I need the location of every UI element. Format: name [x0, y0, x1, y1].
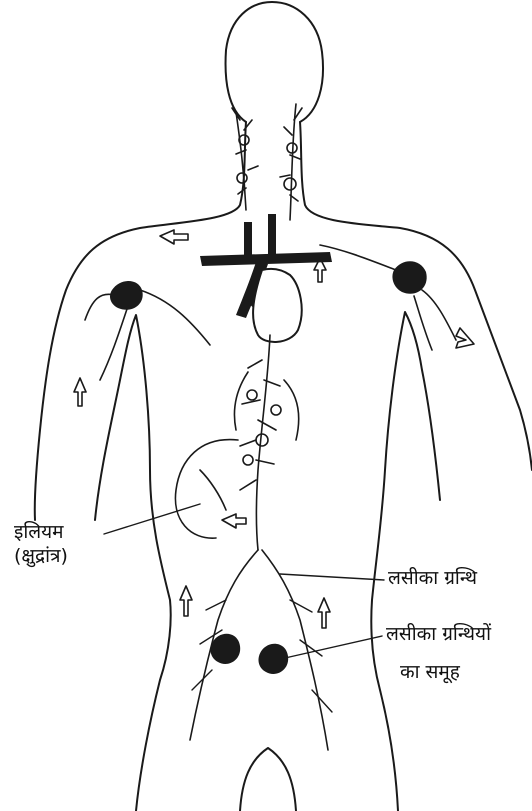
armpit-node-left: [85, 281, 210, 380]
thoracic-duct: [200, 214, 332, 342]
pelvic-node-group: [190, 550, 332, 750]
neck-lymph-vessels: [232, 104, 302, 220]
body-outline: [35, 2, 532, 811]
ileum-label-line1: इलियम: [14, 520, 64, 544]
ileum-label-line2: (क्षुद्रांत्र): [14, 544, 68, 568]
armpit-node-right: [320, 245, 456, 350]
label-leaders: [104, 504, 384, 658]
node-group-label-line1: लसीका ग्रन्थियों: [386, 622, 491, 646]
lymph-node-label: लसीका ग्रन्थि: [388, 566, 477, 590]
node-group-label-line2: का समूह: [400, 660, 460, 684]
